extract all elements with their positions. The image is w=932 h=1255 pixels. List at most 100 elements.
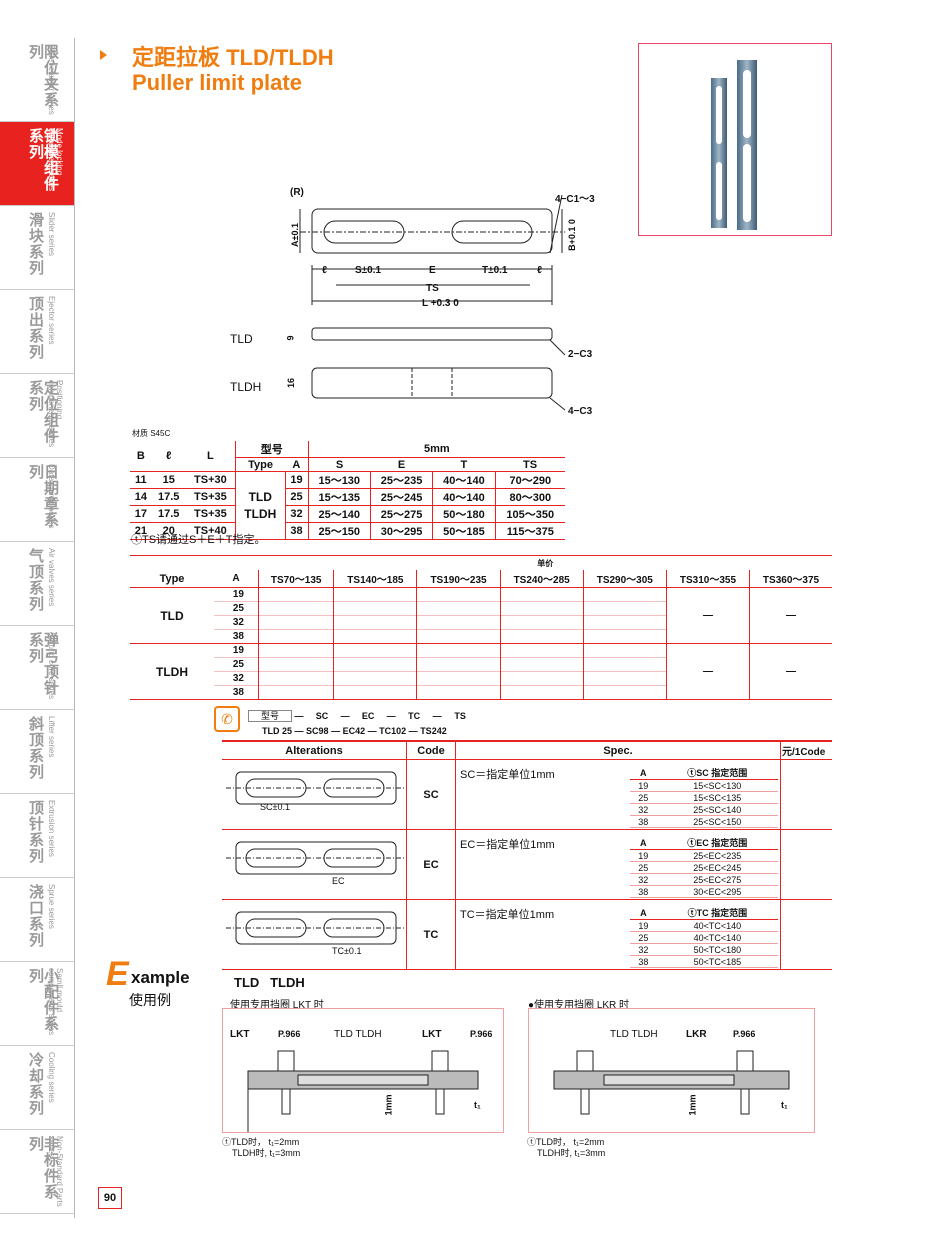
cell-e: 25～245 — [370, 488, 434, 506]
table-row: 38 — [130, 629, 832, 644]
price-cell — [583, 629, 667, 644]
side-view-tld-label: TLD — [230, 332, 253, 346]
sidebar-item-en: Ejector series — [47, 296, 56, 345]
cell-t: 40～140 — [432, 488, 496, 506]
sub-a: 25 — [630, 931, 657, 944]
col-L: L — [185, 441, 237, 472]
sub-a: 32 — [630, 873, 657, 886]
price-cell — [416, 629, 501, 644]
order-example-part: EC42 — [342, 726, 366, 736]
alt-code: TC — [406, 899, 456, 970]
sidebar-item-cn: 斜顶系列 — [27, 716, 44, 780]
price-cell — [333, 643, 418, 658]
cell-l: 20 — [162, 525, 175, 537]
sidebar-item-en: Sprung core series — [47, 632, 56, 700]
cell-s: 25～150 — [308, 522, 371, 540]
price-cell — [500, 643, 584, 658]
price-cell — [500, 587, 584, 602]
phone-icon: ✆ — [214, 706, 240, 732]
dim-t-label: T±0.1 — [482, 265, 508, 276]
sub-a: 19 — [630, 849, 657, 862]
table-row: 38 — [130, 685, 832, 700]
sep: — — [367, 726, 377, 736]
order-example-part: TS242 — [420, 726, 447, 736]
order-code-line: 型号 — SC — EC — TC — TS — [248, 709, 548, 722]
cell-a: 25 — [214, 601, 259, 616]
sidebar-item-cn: 浇口系列 — [27, 884, 44, 948]
order-example-part: SC98 — [306, 726, 329, 736]
order-code: EC — [361, 711, 375, 721]
price-cell — [416, 685, 501, 700]
dim-s-label: S±0.1 — [355, 265, 382, 276]
ref-page-mid: P.966 — [470, 1029, 493, 1039]
col-type: Type — [159, 572, 185, 585]
sub-range: 15<SC<130 — [656, 779, 778, 792]
example-cn: 使用例 — [129, 992, 171, 1008]
puller-plate-image — [711, 60, 757, 230]
cell-s: 15～130 — [308, 471, 371, 489]
cell-a: 19 — [214, 587, 259, 602]
col-price-range: TS360～375 — [762, 575, 820, 586]
col-price-range: TS190～235 — [416, 570, 501, 588]
sidebar-item-en: Extrusion series — [47, 800, 56, 857]
product-photo — [638, 43, 832, 236]
price-cell — [333, 601, 418, 616]
sidebar-item-en: Positioning components series — [47, 380, 64, 448]
price-cell — [583, 643, 667, 658]
alt-price — [781, 900, 833, 970]
dim-l-label: L +0.3 0 — [422, 298, 459, 309]
technical-drawing — [299, 194, 566, 411]
cell-L: TS+30 — [185, 471, 237, 489]
sidebar-item-cn: 小配件系列 — [27, 968, 59, 1032]
col-model-cn: 型号 — [235, 441, 309, 458]
sidebar-item-en: Mode locking component series — [47, 128, 64, 192]
sidebar-item-cn: 日期章系列 — [27, 464, 59, 528]
price-cell — [416, 587, 501, 602]
cell-a: 38 — [285, 522, 309, 540]
price-cell — [333, 629, 418, 644]
sub-a: 38 — [630, 885, 657, 898]
sub-a: 19 — [630, 919, 657, 932]
dim-ts-label: TS — [426, 283, 439, 294]
col-price-range: TS240～285 — [500, 570, 584, 588]
alt-code: EC — [406, 829, 456, 900]
price-cell — [258, 671, 335, 686]
table-row: 25 — [130, 657, 832, 672]
col-unit: 5mm — [423, 443, 450, 455]
sidebar-item-en: Date stamp series — [47, 464, 56, 529]
alt-illustration: TC±0.1 — [222, 899, 407, 970]
alt-desc: EC＝指定单位1mm — [460, 839, 555, 851]
sep: — — [386, 711, 396, 721]
price-cell — [416, 643, 501, 658]
cell-a: 32 — [285, 505, 309, 523]
price-cell — [258, 601, 335, 616]
chamfer-label-c1: 4−C1～3 — [555, 194, 595, 205]
group-type: TLD — [160, 608, 184, 623]
cell-t: 50～185 — [432, 522, 496, 540]
sidebar-item-cn: 顶出系列 — [27, 296, 44, 360]
order-code-example: TLD 25 — SC98 — EC42 — TC102 — TS242 — [262, 726, 562, 736]
col-b: B — [136, 450, 145, 462]
sub-a: 25 — [630, 861, 657, 874]
gap-1mm-right: 1mm — [687, 1094, 698, 1116]
sidebar-item-en: Sprue series — [47, 884, 56, 929]
price-cell — [583, 685, 667, 700]
alt-illustration: SC±0.1 — [222, 759, 407, 830]
